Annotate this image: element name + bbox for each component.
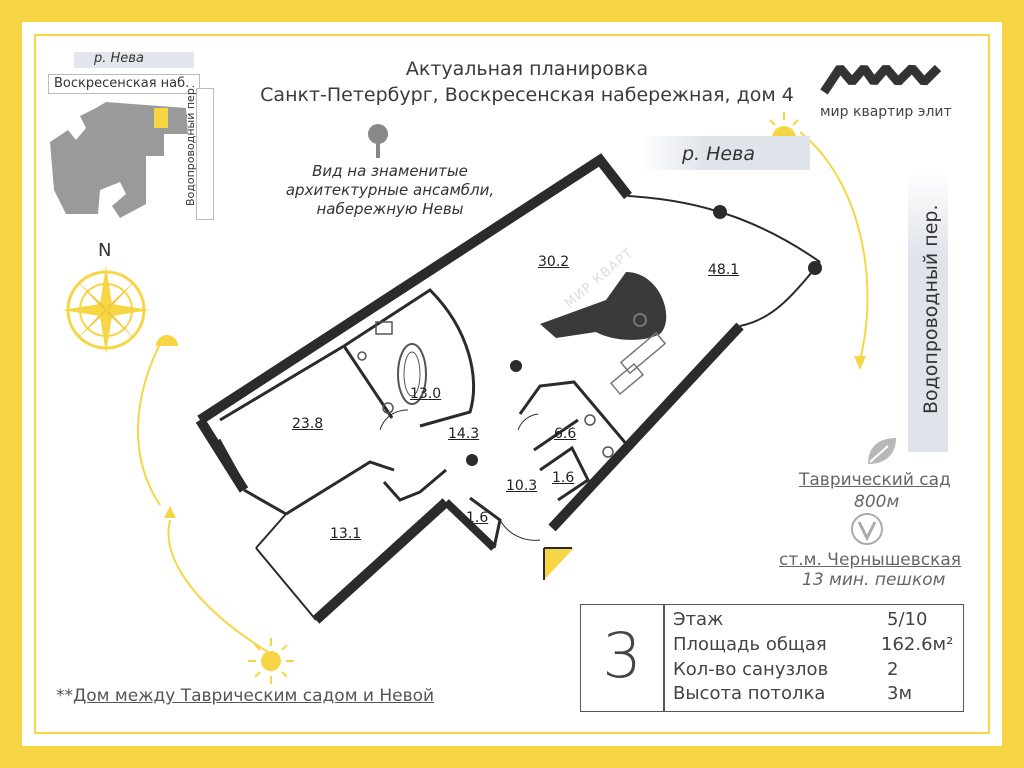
summary-table: 3 Этаж 5/10 Площадь общая 162.6м² Кол-во…: [580, 604, 964, 712]
metro-icon: [851, 513, 883, 545]
header-title: Актуальная планировка: [405, 58, 649, 80]
summary-divider: [663, 605, 665, 711]
metro-distance: 13 мин. пешком: [802, 570, 946, 590]
sun-setting-icon: [156, 335, 178, 346]
logo-tagline: мир квартир элит: [820, 104, 952, 120]
sun-rising-icon: [769, 112, 799, 138]
room-area-2: 48.1: [708, 262, 740, 278]
card-inner-border: [34, 34, 990, 734]
summary-label-ceiling: Высота потолка: [673, 683, 826, 704]
company-logo: мир квартир элит: [818, 60, 954, 124]
footer-note: **Дом между Таврическим садом и Невой: [56, 686, 434, 706]
compass-north-label: N: [98, 240, 112, 261]
lane-label-band: [908, 172, 948, 452]
compass-rose-icon: [62, 266, 150, 354]
logo-mark-icon: [820, 64, 942, 95]
room-area-8: 10.3: [506, 478, 538, 494]
location-minimap: р. Нева Воскресенская наб. Водопроводный…: [46, 46, 216, 226]
room-area-6: 6.6: [554, 426, 577, 442]
minimap-lane-band: [196, 88, 214, 220]
room-area-7: 1.6: [552, 470, 575, 486]
river-label: р. Нева: [682, 143, 755, 165]
view-note-line-1: Вид на знаменитые: [312, 162, 468, 180]
sun-morning-icon: [248, 638, 294, 684]
summary-value-bathrooms: 2: [887, 659, 899, 680]
minimap-river-label: р. Нева: [94, 51, 144, 66]
minimap-embankment-label: Воскресенская наб.: [54, 76, 190, 91]
room-area-9: 1.6: [466, 510, 489, 526]
summary-value-area: 162.6м²: [881, 634, 954, 655]
minimap-block-shape: [50, 102, 188, 218]
footer-marker: **: [56, 686, 73, 706]
room-area-1: 30.2: [538, 254, 570, 270]
summary-value-ceiling: 3м: [887, 683, 913, 704]
river-label-band: [640, 136, 810, 170]
metro-name: ст.м. Чернышевская: [779, 550, 962, 570]
room-area-4: 23.8: [292, 416, 324, 432]
summary-label-floor: Этаж: [673, 609, 724, 630]
garden-name: Таврический сад: [799, 470, 951, 490]
garden-distance: 800м: [854, 492, 900, 512]
minimap-river-band: [74, 52, 194, 68]
rooms-count: 3: [602, 619, 642, 692]
summary-value-floor: 5/10: [887, 609, 928, 630]
plan-card: [22, 22, 1002, 746]
view-note-line-3: набережную Невы: [316, 200, 464, 218]
view-note: Вид на знаменитые архитектурные ансамбли…: [270, 162, 510, 219]
summary-label-bathrooms: Кол-во санузлов: [673, 659, 829, 680]
minimap-embankment-band: [48, 74, 200, 94]
view-note-line-2: архитектурные ансамбли,: [285, 181, 495, 199]
room-area-3: 13.0: [410, 386, 442, 402]
footer-text: Дом между Таврическим садом и Невой: [73, 686, 435, 706]
header-address: Санкт-Петербург, Воскресенская набережна…: [260, 84, 794, 106]
room-area-10: 13.1: [330, 526, 362, 542]
leaf-icon: [868, 438, 896, 464]
location-pin-icon: [368, 124, 388, 158]
room-area-5: 14.3: [448, 426, 480, 442]
summary-label-area: Площадь общая: [673, 634, 827, 655]
